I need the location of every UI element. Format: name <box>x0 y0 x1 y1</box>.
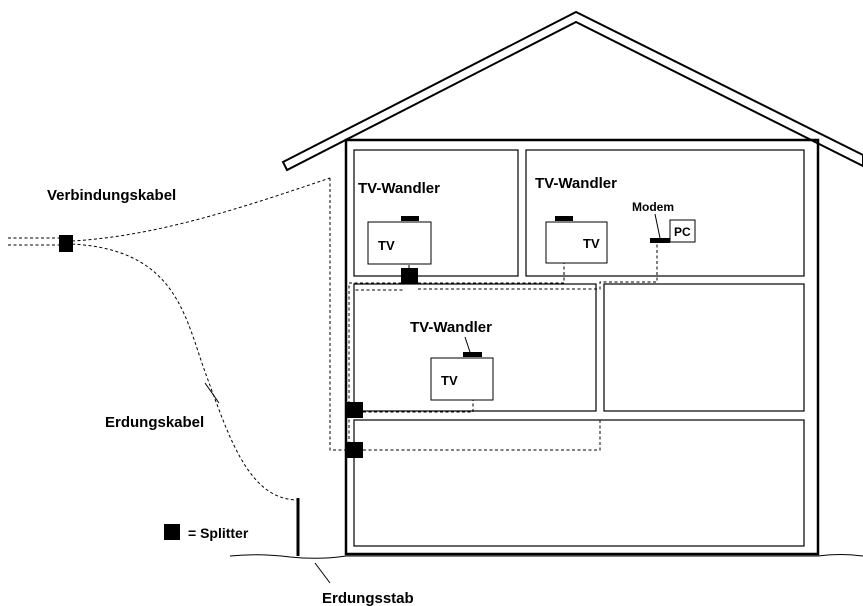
room-top-right <box>525 149 805 277</box>
splitter-outside <box>59 235 73 252</box>
tv-label: TV <box>583 236 600 251</box>
tv-middle: TV <box>430 352 494 401</box>
ground-cable-pointer <box>204 382 220 404</box>
tv-top-right: TV <box>545 216 608 264</box>
incoming-cable <box>8 237 66 246</box>
room-middle-right <box>603 283 805 412</box>
tv-converter-label-top-left: TV-Wandler <box>358 180 440 197</box>
legend-splitter-swatch <box>164 524 180 540</box>
tv-converter-label-middle: TV-Wandler <box>410 319 492 336</box>
legend-label: = Splitter <box>188 525 249 541</box>
modem-label: Modem <box>632 200 674 214</box>
ground-line <box>229 554 863 559</box>
ground-cable-label: Erdungskabel <box>105 414 204 431</box>
tv-converter-box <box>463 352 482 357</box>
connection-cable <box>71 177 331 242</box>
ground-rod-label: Erdungsstab <box>322 590 414 606</box>
splitter-top <box>401 268 418 284</box>
ground-rod-pointer <box>314 562 331 584</box>
legend: = Splitter <box>164 524 249 541</box>
tv-converter-pointer <box>464 336 471 353</box>
tv-converter-box <box>401 216 419 221</box>
tv-converter-label-top-right: TV-Wandler <box>535 175 617 192</box>
house-outline <box>344 138 820 556</box>
house-roof <box>281 10 863 172</box>
tv-converter-box <box>555 216 573 221</box>
modem-box <box>650 238 670 243</box>
tv-label: TV <box>441 373 458 388</box>
ground-cable <box>71 243 299 501</box>
pc: PC <box>669 219 696 243</box>
pc-label: PC <box>674 225 691 239</box>
modem-pointer <box>654 213 661 239</box>
splitter-middle <box>346 402 363 418</box>
room-top-left <box>353 149 519 277</box>
splitter-bottom <box>346 442 363 458</box>
connection-cable-label: Verbindungskabel <box>47 187 176 204</box>
tv-label: TV <box>378 238 395 253</box>
tv-top-left: TV <box>367 216 432 265</box>
room-bottom <box>353 419 805 547</box>
